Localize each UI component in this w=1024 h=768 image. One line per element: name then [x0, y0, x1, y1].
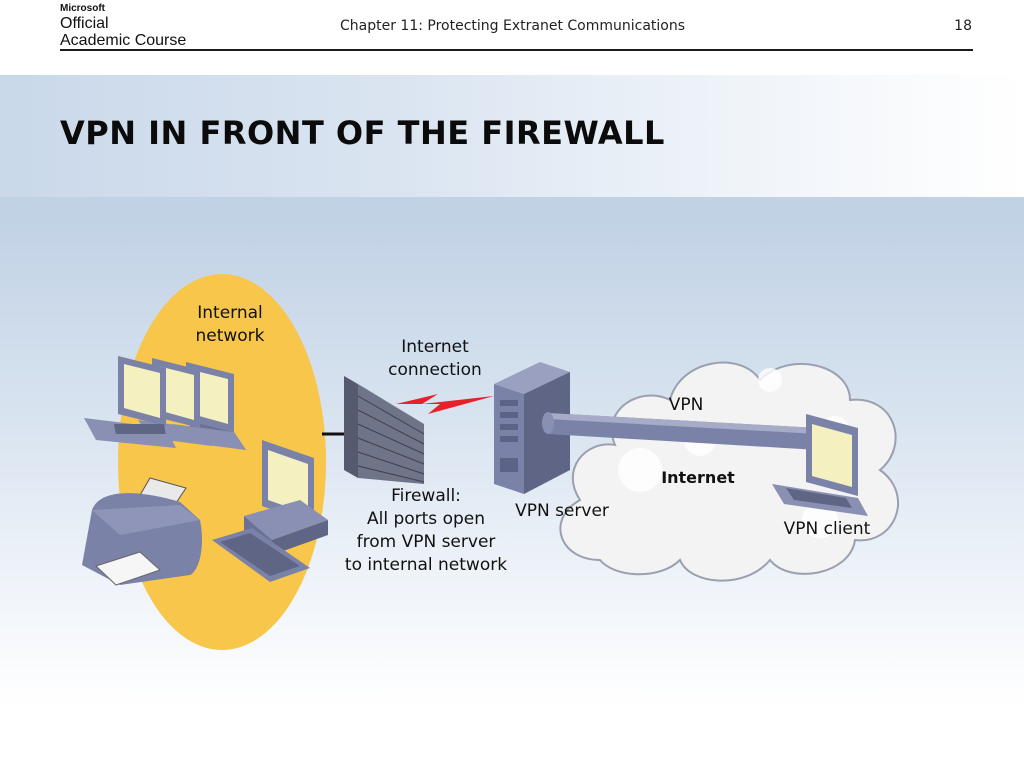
desktop-computer-icon — [212, 440, 328, 582]
internet-connection-label-line-1: Internet — [401, 337, 469, 357]
firewall-description-line-4: to internal network — [344, 555, 508, 575]
internet-label: Internet — [661, 468, 735, 487]
logo-line-1: Official — [60, 15, 109, 32]
internet-connection-label: Internet connection — [376, 336, 494, 382]
internet-connection-label-line-2: connection — [388, 360, 482, 380]
slide-header: Microsoft Official Academic Course Chapt… — [0, 0, 1024, 75]
firewall-description-line-2: All ports open — [366, 509, 485, 529]
server-icon — [494, 362, 570, 494]
internal-network-label-line-2: network — [195, 326, 265, 346]
page-number: 18 — [954, 18, 972, 34]
vpn-client-label: VPN client — [783, 519, 871, 539]
logo-brand: Microsoft — [60, 3, 105, 14]
logo-line-2: Academic Course — [60, 32, 187, 49]
laptop-icon — [84, 356, 176, 448]
internal-network-label: Internal network — [188, 302, 272, 348]
title-band — [0, 75, 1024, 197]
firewall-description-line-3: from VPN server — [356, 532, 496, 552]
slide-title: VPN IN FRONT OF THE FIREWALL — [60, 114, 665, 152]
chapter-title: Chapter 11: Protecting Extranet Communic… — [340, 18, 686, 34]
vpn-client-laptop-icon — [772, 414, 868, 516]
lightning-icon — [396, 394, 494, 414]
firewall-description-line-1: Firewall: — [391, 486, 461, 506]
printer-icon — [82, 477, 202, 586]
vpn-server-label: VPN server — [515, 501, 609, 521]
firewall-icon — [344, 376, 425, 484]
internal-network-label-line-1: Internal — [197, 303, 263, 323]
vpn-label: VPN — [668, 395, 704, 415]
header-divider — [60, 49, 973, 51]
firewall-description: Firewall: All ports open from VPN server… — [338, 485, 514, 577]
microsoft-official-academic-course-logo: Microsoft Official Academic Course — [60, 4, 186, 49]
